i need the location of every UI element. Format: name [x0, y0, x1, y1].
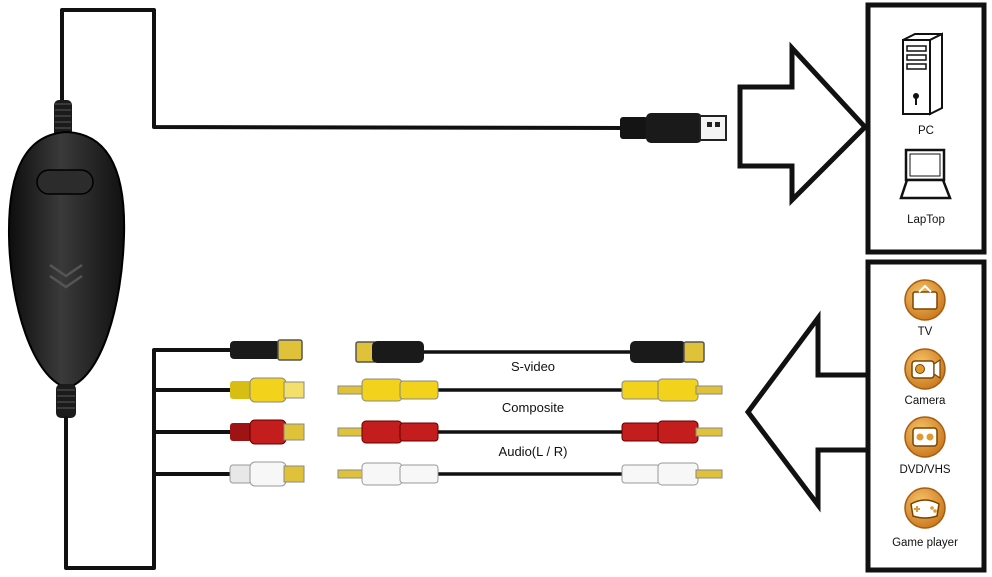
- audio-label: Audio(L / R): [499, 444, 568, 459]
- svideo-plug-device: [230, 339, 303, 361]
- composite-cable-right-plug: [621, 378, 723, 402]
- source-label-dvd-vhs: DVD/VHS: [899, 464, 950, 476]
- breakout-cable: [64, 348, 237, 570]
- audio-right-plug-device: [229, 461, 305, 487]
- audio-left-cable-right-plug: [621, 420, 723, 444]
- composite-cable-left-plug: [337, 378, 439, 402]
- svideo-cable-left-plug: [355, 341, 424, 363]
- source-label-tv: TV: [918, 326, 933, 338]
- capture-device: [7, 100, 126, 418]
- usb-plug: [620, 113, 727, 143]
- audio-left-cable-left-plug: [337, 420, 439, 444]
- game-player-icon: [904, 487, 946, 529]
- composite-label: Composite: [502, 400, 564, 415]
- pc-tower-icon: [902, 32, 943, 116]
- usb-cable: [60, 8, 630, 130]
- input-arrow: [744, 310, 875, 513]
- audio-right-cable-left-plug: [337, 462, 439, 486]
- audio-right-cable-right-plug: [621, 462, 723, 486]
- output-arrow: [737, 41, 869, 207]
- laptop-icon: [899, 148, 952, 200]
- tv-icon: [904, 279, 946, 321]
- dvd-vhs-icon: [904, 416, 946, 458]
- target-label-laptop: LapTop: [907, 214, 945, 226]
- target-label-pc: PC: [918, 125, 934, 137]
- source-label-game-player: Game player: [892, 537, 958, 549]
- svideo-cable-right-plug: [630, 341, 705, 363]
- capture-button: [36, 169, 94, 195]
- audio-left-plug-device: [230, 419, 305, 445]
- svideo-label: S-video: [511, 359, 555, 374]
- composite-plug-device: [230, 377, 305, 403]
- source-label-camera: Camera: [905, 395, 947, 407]
- camera-icon: [904, 348, 946, 390]
